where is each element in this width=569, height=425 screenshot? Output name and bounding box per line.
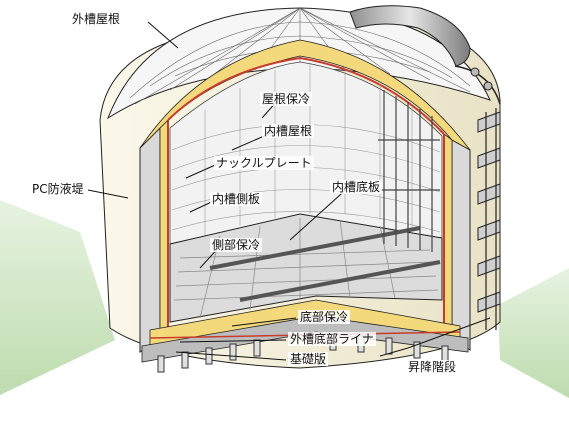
label-inner-roof: 内槽屋根 xyxy=(262,124,315,138)
label-side-insulation: 側部保冷 xyxy=(210,238,263,252)
ground-right xyxy=(498,268,569,398)
roof-walkway xyxy=(349,5,501,105)
label-bottom-insulation: 底部保冷 xyxy=(298,310,351,324)
pump-columns xyxy=(378,90,440,252)
label-stairway: 昇降階段 xyxy=(406,360,459,374)
label-pc-dike: PC防液堤 xyxy=(30,182,86,196)
label-foundation-slab: 基礎版 xyxy=(288,352,329,366)
cut-section xyxy=(139,39,471,353)
label-outer-roof: 外槽屋根 xyxy=(70,12,123,26)
leader-lines xyxy=(87,21,491,361)
stairway-structure xyxy=(477,108,501,330)
ground-left xyxy=(0,200,115,395)
label-inner-bottom: 内槽底板 xyxy=(330,180,383,194)
label-outer-bottom-liner: 外槽底部ライナ xyxy=(288,332,376,346)
label-knuckle-plate: ナックルプレート xyxy=(214,156,314,170)
label-inner-wall: 内槽側板 xyxy=(210,192,263,206)
label-roof-insulation: 屋根保冷 xyxy=(260,92,313,106)
